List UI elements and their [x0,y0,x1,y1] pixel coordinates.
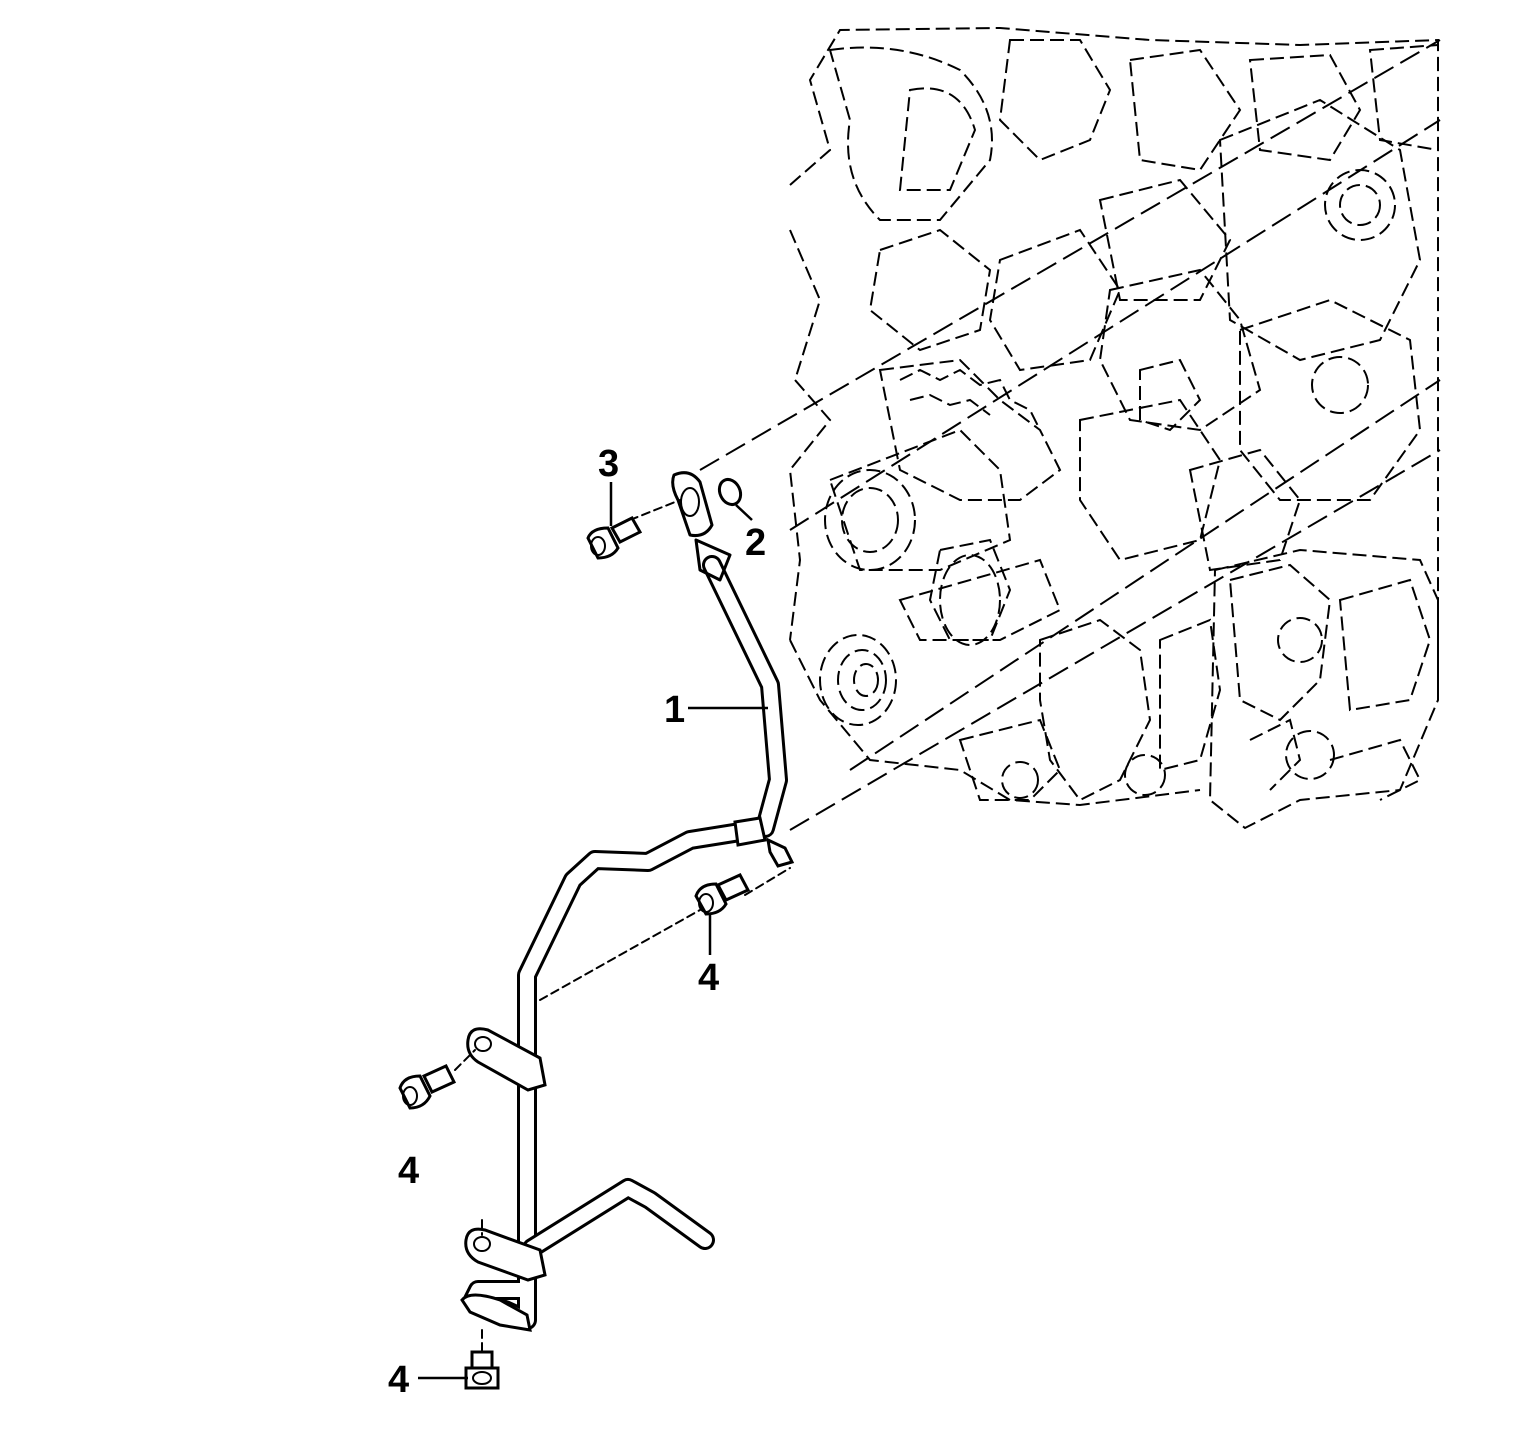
leader-lines [418,482,768,1380]
callout-upper-bolt: 3 [598,443,619,485]
callout-pipe: 1 [664,689,685,731]
lower-left-bolt [398,1064,457,1110]
callout-bottom-bolt: 4 [388,1359,409,1401]
callout-middle-bolt: 4 [698,957,719,999]
oil-pipe [460,471,795,1332]
callout-lower-left-bolt: 4 [398,1150,419,1192]
upper-bolt [586,516,643,560]
seal-ring [717,477,743,507]
middle-bolt [694,873,751,916]
bottom-bolt [464,1350,500,1390]
callout-seal: 2 [745,522,766,564]
engine-block [699,26,1441,831]
